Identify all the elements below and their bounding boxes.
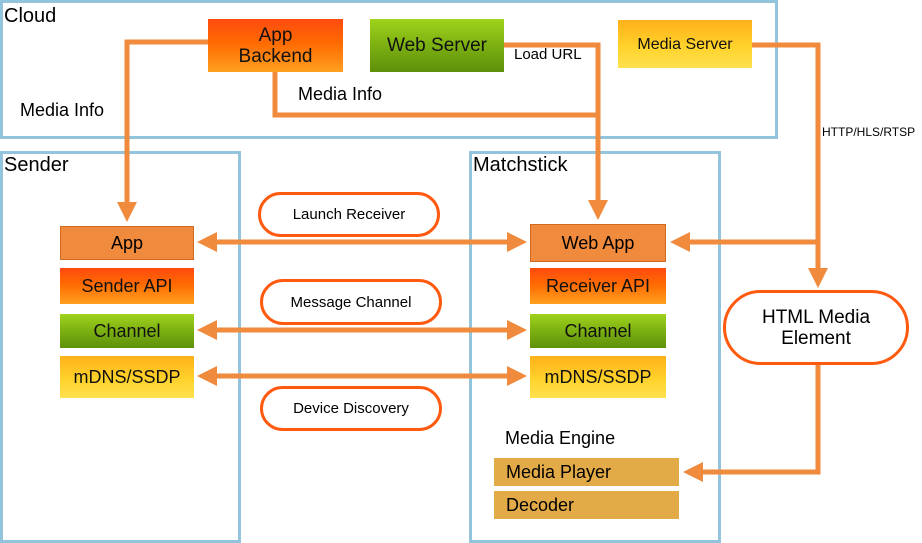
cloud-title: Cloud — [4, 5, 57, 27]
matchstick-title: Matchstick — [473, 154, 568, 176]
media-player-box: Media Player — [494, 458, 679, 486]
web-server-label: Web Server — [387, 35, 487, 56]
sender-app-label: App — [110, 232, 144, 253]
media-info-label-sender: Media Info — [20, 100, 105, 120]
media-player-label: Media Player — [506, 461, 612, 482]
web-app-box: Web App — [530, 224, 666, 262]
decoder-box: Decoder — [494, 491, 679, 519]
sender-api-label: Sender API — [81, 275, 173, 296]
cloud-panel — [0, 0, 778, 139]
sender-channel-label: Channel — [93, 320, 161, 341]
matchstick-panel — [469, 151, 721, 543]
receiver-api-label: Receiver API — [545, 275, 651, 296]
receiver-discovery-box: mDNS/SSDP — [530, 356, 666, 398]
sender-title: Sender — [4, 154, 69, 176]
sender-channel-box: Channel — [60, 314, 194, 348]
arrow-webserver-to-webapp — [504, 42, 608, 220]
load-url-label: Load URL — [514, 46, 582, 63]
decoder-label: Decoder — [506, 494, 575, 515]
html-media-element-label: HTML Media Element — [761, 306, 871, 349]
sender-app-box: App — [60, 226, 194, 260]
media-engine-label: Media Engine — [505, 428, 616, 448]
receiver-discovery-label: mDNS/SSDP — [544, 366, 652, 387]
message-channel-label: Message Channel — [290, 293, 412, 311]
line-backend-to-webapp — [272, 72, 598, 118]
receiver-channel-box: Channel — [530, 314, 666, 348]
sender-api-box: Sender API — [60, 268, 194, 304]
receiver-channel-label: Channel — [564, 320, 632, 341]
arrow-backend-to-app — [117, 39, 208, 222]
media-server-label: Media Server — [637, 35, 733, 53]
sender-discovery-box: mDNS/SSDP — [60, 356, 194, 398]
web-app-label: Web App — [561, 232, 635, 253]
sender-discovery-label: mDNS/SSDP — [73, 366, 181, 387]
launch-receiver-label: Launch Receiver — [292, 206, 406, 223]
arrow-html-to-mediaplayer — [683, 362, 821, 482]
receiver-api-box: Receiver API — [530, 268, 666, 304]
app-backend-label: App Backend — [238, 24, 313, 67]
device-discovery-label: Device Discovery — [293, 400, 409, 417]
message-channel-pill: Message Channel — [260, 279, 442, 325]
launch-receiver-pill: Launch Receiver — [258, 192, 440, 237]
media-info-label-webapp: Media Info — [298, 84, 383, 104]
protocols-label: HTTP/HLS/RTSP — [822, 125, 916, 139]
media-server-box: Media Server — [618, 20, 752, 68]
web-server-box: Web Server — [370, 19, 504, 72]
device-discovery-pill: Device Discovery — [260, 386, 442, 431]
arrow-mediaserver-to-html — [752, 42, 828, 288]
html-media-element-pill: HTML Media Element — [723, 290, 909, 365]
app-backend-box: App Backend — [208, 19, 343, 72]
sender-panel — [0, 151, 241, 543]
